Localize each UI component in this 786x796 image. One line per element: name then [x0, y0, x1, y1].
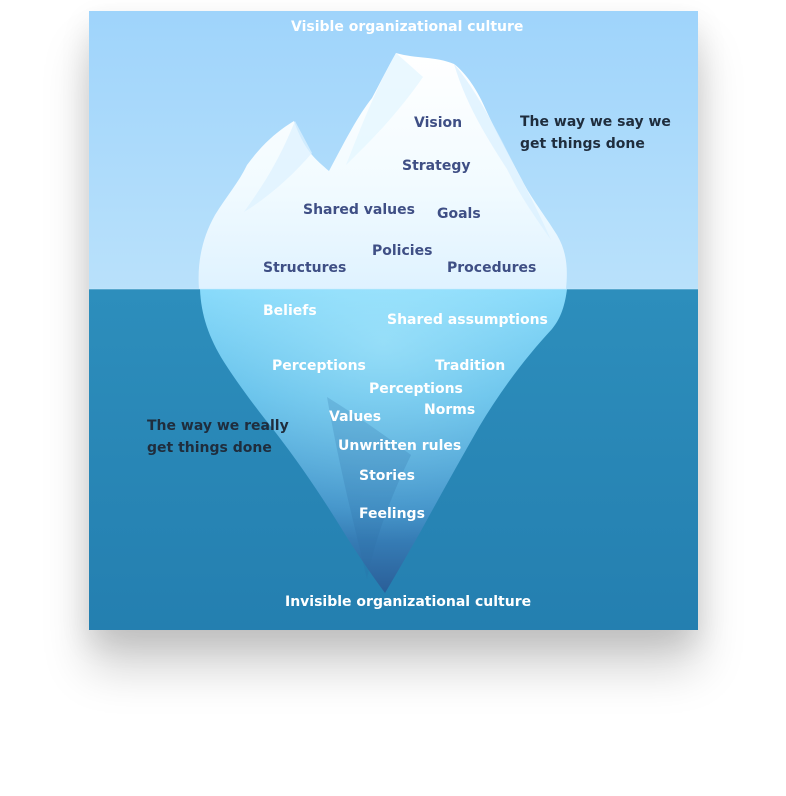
values-label: Values	[329, 409, 382, 425]
goals-label: Goals	[437, 206, 481, 222]
left-note-line-2: get things done	[147, 440, 272, 456]
procedures-label: Procedures	[447, 260, 537, 276]
norms-label: Norms	[424, 402, 476, 418]
perceptions-label-left: Perceptions	[272, 358, 366, 374]
structures-label: Structures	[263, 260, 347, 276]
shared-assumptions-label: Shared assumptions	[387, 312, 548, 328]
policies-label: Policies	[372, 243, 433, 259]
submerged-glow	[200, 289, 567, 593]
unwritten-rules-label: Unwritten rules	[338, 438, 462, 454]
iceberg-diagram-card: Visible organizational culture The way w…	[89, 11, 698, 630]
stories-label: Stories	[359, 468, 415, 484]
beliefs-label: Beliefs	[263, 303, 317, 319]
right-note-line-2: get things done	[520, 136, 645, 152]
shared-values-label: Shared values	[303, 202, 415, 218]
vision-label: Vision	[414, 115, 463, 131]
iceberg-highlight-right	[454, 64, 551, 240]
perceptions-label-center: Perceptions	[369, 381, 463, 397]
right-note-line-1: The way we say we	[520, 114, 671, 130]
iceberg-diagram	[89, 11, 698, 630]
strategy-label: Strategy	[402, 158, 471, 174]
tradition-label: Tradition	[435, 358, 506, 374]
left-note-line-1: The way we really	[147, 418, 289, 434]
iceberg-highlight-center	[346, 53, 423, 165]
feelings-label: Feelings	[359, 506, 425, 522]
iceberg-highlight-left	[244, 121, 312, 212]
invisible-culture-title: Invisible organizational culture	[285, 594, 532, 610]
submerged-shadow	[327, 397, 411, 579]
visible-culture-title: Visible organizational culture	[291, 19, 524, 35]
